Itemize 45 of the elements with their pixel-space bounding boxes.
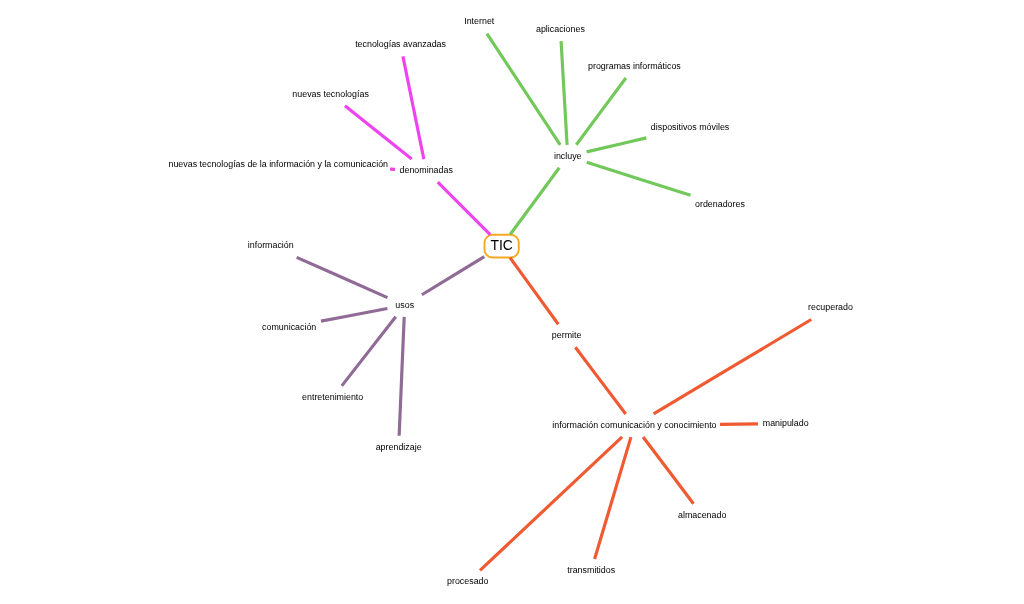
connector [397, 316, 406, 436]
node-text: ordenadores [695, 199, 745, 210]
node-text: entretenimiento [302, 391, 364, 402]
node-text: nuevas tecnologías de la información y la comunicación [168, 158, 389, 169]
connector [574, 346, 627, 415]
connector [586, 160, 691, 197]
node-text: permite [551, 330, 582, 341]
connector [485, 32, 562, 146]
connector [390, 167, 396, 171]
connector [593, 436, 633, 560]
node-text: programas informáticos [588, 60, 681, 71]
node-text: información [247, 240, 294, 251]
node-text: recuperado [808, 302, 853, 313]
node-text: transmitidos [567, 564, 616, 575]
connector [343, 104, 413, 161]
connector [641, 436, 695, 505]
node-text: comunicación [262, 321, 317, 332]
node-text: denominadas [399, 165, 453, 176]
connector [421, 255, 486, 297]
node-text: usos [395, 299, 415, 310]
node-text: procesado [447, 576, 489, 587]
connector [436, 181, 492, 236]
node-text: manipulado [762, 417, 809, 428]
connector [508, 256, 560, 326]
connector [320, 307, 388, 323]
connector [719, 422, 758, 426]
connector [652, 318, 813, 416]
node-text: incluye [553, 150, 582, 161]
connector [586, 136, 647, 154]
connector [575, 77, 628, 146]
node-text: tecnologías avanzadas [355, 39, 446, 50]
connector [559, 41, 569, 145]
node-box: TIC [483, 233, 520, 259]
node-text: dispositivos móviles [650, 121, 730, 132]
connector [508, 166, 561, 236]
connector [478, 435, 624, 572]
node-text: información comunicación y conocimiento [552, 419, 717, 430]
connector [401, 56, 426, 160]
node-text: aprendizaje [375, 441, 422, 452]
node-text: almacenado [678, 509, 727, 520]
connector [296, 255, 389, 300]
node-text: aplicaciones [536, 24, 585, 35]
node-text: Internet [464, 16, 495, 27]
node-text: nuevas tecnologías [292, 88, 369, 99]
connector [340, 315, 397, 387]
